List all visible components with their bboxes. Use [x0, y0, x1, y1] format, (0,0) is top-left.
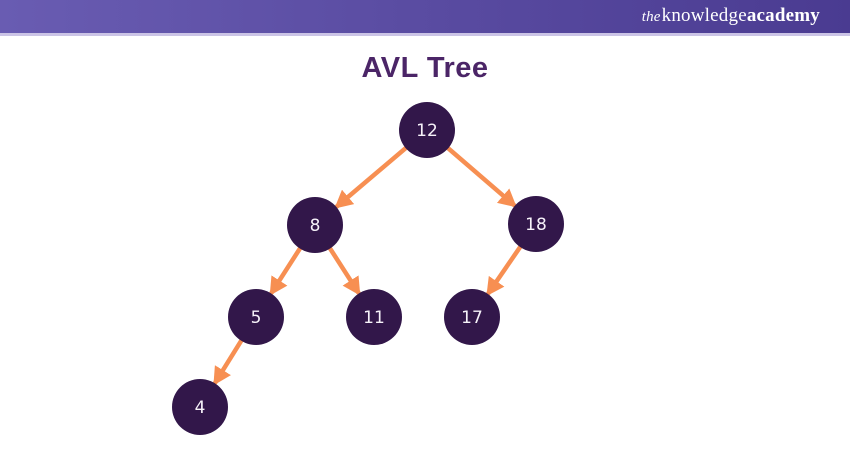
- logo-knowledge: knowledge: [661, 5, 747, 26]
- tree-node-circle: [399, 102, 455, 158]
- tree-node-circle: [346, 289, 402, 345]
- tree-node-label: 5: [251, 308, 262, 328]
- tree-node-circle: [228, 289, 284, 345]
- tree-node-circle: [508, 196, 564, 252]
- logo-academy: academy: [746, 5, 820, 26]
- tree-node-label: 4: [195, 398, 206, 418]
- tree-node-8: 8: [287, 197, 343, 253]
- header-bar: theknowledgeacademy: [0, 0, 850, 36]
- tree-node-5: 5: [228, 289, 284, 345]
- tree-node-17: 17: [444, 289, 500, 345]
- tree-node-18: 18: [508, 196, 564, 252]
- tree-node-label: 17: [461, 308, 483, 328]
- tree-node-label: 18: [525, 215, 547, 235]
- tree-node-4: 4: [172, 379, 228, 435]
- page-title: AVL Tree: [361, 52, 489, 84]
- tree-node-12: 12: [399, 102, 455, 158]
- tree-node-circle: [287, 197, 343, 253]
- tree-node-circle: [172, 379, 228, 435]
- tree-node-label: 8: [310, 216, 321, 236]
- brand-logo: theknowledgeacademy: [642, 0, 850, 34]
- tree-node-label: 11: [363, 308, 385, 328]
- tree-node-label: 12: [416, 121, 438, 141]
- tree-node-circle: [444, 289, 500, 345]
- logo-the: the: [641, 9, 661, 25]
- tree-node-11: 11: [346, 289, 402, 345]
